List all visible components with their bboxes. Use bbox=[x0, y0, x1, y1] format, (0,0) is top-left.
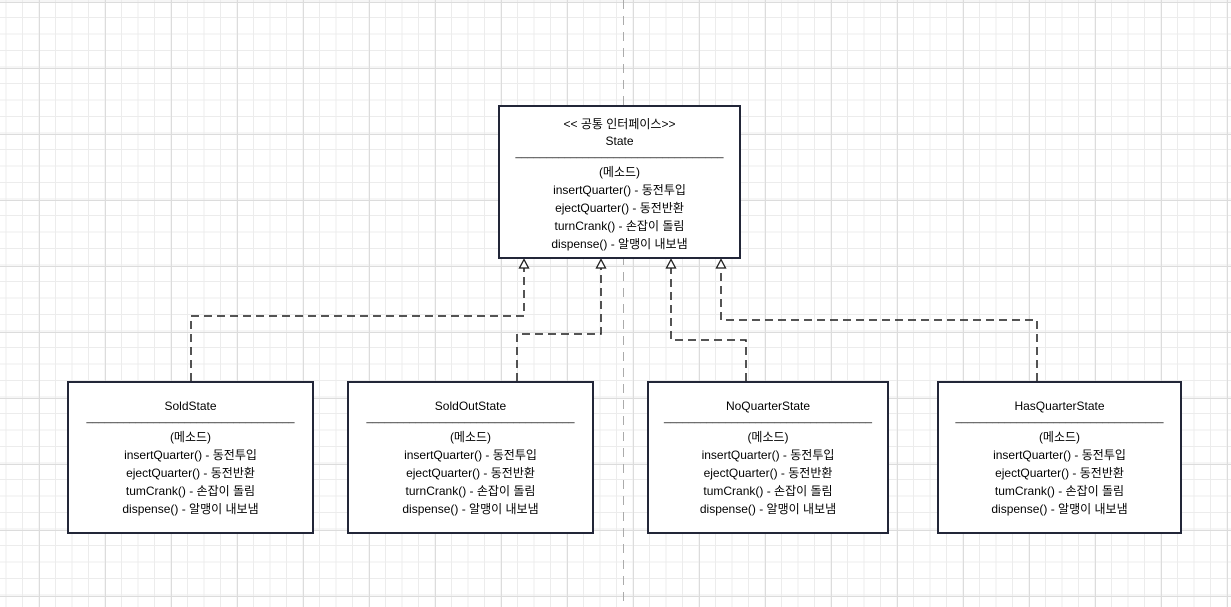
methods-label: (메소드) bbox=[747, 430, 789, 444]
method-line: ejectQuarter() - 동전반환 bbox=[995, 466, 1124, 480]
method-line: ejectQuarter() - 동전반환 bbox=[126, 466, 255, 480]
realization-connector-hasquarterstate[interactable] bbox=[715, 258, 1038, 382]
realization-connector-noquarterstate[interactable] bbox=[665, 258, 747, 382]
method-line: ejectQuarter() - 동전반환 bbox=[703, 466, 833, 480]
method-line: insertQuarter() - 동전투입 bbox=[993, 448, 1126, 462]
methods-label: (메소드) bbox=[598, 165, 641, 179]
method-line: ejectQuarter() - 동전반환 bbox=[406, 466, 535, 480]
method-line: dispense() - 알맹이 내보냄 bbox=[699, 502, 837, 516]
methods-label: (메소드) bbox=[449, 430, 492, 444]
class-separator: __________________________________ bbox=[663, 415, 872, 424]
method-line: dispense() - 알맹이 내보냄 bbox=[402, 502, 539, 516]
methods-label: (메소드) bbox=[1038, 430, 1081, 444]
class-separator: __________________________________ bbox=[86, 415, 295, 424]
connector-path[interactable] bbox=[720, 268, 1038, 381]
method-line: insertQuarter() - 동전투입 bbox=[553, 183, 686, 197]
realization-arrowhead-icon bbox=[715, 258, 727, 269]
class-name: HasQuarterState bbox=[1014, 399, 1105, 413]
method-line: dispense() - 알맹이 내보냄 bbox=[122, 502, 259, 516]
class-separator: __________________________________ bbox=[955, 415, 1164, 424]
realization-arrowhead-icon bbox=[665, 258, 677, 269]
realization-arrowhead-icon bbox=[595, 258, 607, 269]
connector-path[interactable] bbox=[190, 268, 525, 381]
methods-label: (메소드) bbox=[169, 430, 212, 444]
method-line: tumCrank() - 손잡이 돌림 bbox=[703, 484, 833, 498]
class-box-noquarterstate[interactable]: NoQuarterState _________________________… bbox=[647, 381, 889, 534]
class-name: SoldOutState bbox=[434, 399, 507, 413]
method-line: insertQuarter() - 동전투입 bbox=[701, 448, 835, 462]
class-box-hasquarterstate[interactable]: HasQuarterState ________________________… bbox=[937, 381, 1182, 534]
class-separator: __________________________________ bbox=[366, 415, 575, 424]
connector-path[interactable] bbox=[670, 268, 747, 381]
realization-connector-soldoutstate[interactable] bbox=[516, 258, 607, 382]
method-line: turnCrank() - 손잡이 돌림 bbox=[554, 219, 685, 233]
method-line: dispense() - 알맹이 내보냄 bbox=[551, 237, 688, 251]
class-name: State bbox=[605, 134, 634, 148]
method-line: turnCrank() - 손잡이 돌림 bbox=[405, 484, 536, 498]
realization-connector-soldstate[interactable] bbox=[190, 258, 530, 382]
class-stereotype: << 공통 인터페이스>> bbox=[563, 117, 676, 131]
realization-arrowhead-icon bbox=[518, 258, 530, 269]
connector-path[interactable] bbox=[516, 268, 602, 381]
class-name: NoQuarterState bbox=[725, 399, 811, 413]
method-line: ejectQuarter() - 동전반환 bbox=[555, 201, 684, 215]
method-line: tumCrank() - 손잡이 돌림 bbox=[994, 484, 1125, 498]
class-separator: __________________________________ bbox=[515, 150, 724, 159]
class-box-state[interactable]: << 공통 인터페이스>> State ____________________… bbox=[498, 105, 741, 259]
method-line: insertQuarter() - 동전투입 bbox=[404, 448, 537, 462]
class-box-soldoutstate[interactable]: SoldOutState ___________________________… bbox=[347, 381, 594, 534]
method-line: dispense() - 알맹이 내보냄 bbox=[991, 502, 1128, 516]
class-box-soldstate[interactable]: SoldState ______________________________… bbox=[67, 381, 314, 534]
method-line: tumCrank() - 손잡이 돌림 bbox=[125, 484, 256, 498]
class-name: SoldState bbox=[164, 399, 217, 413]
method-line: insertQuarter() - 동전투입 bbox=[124, 448, 257, 462]
